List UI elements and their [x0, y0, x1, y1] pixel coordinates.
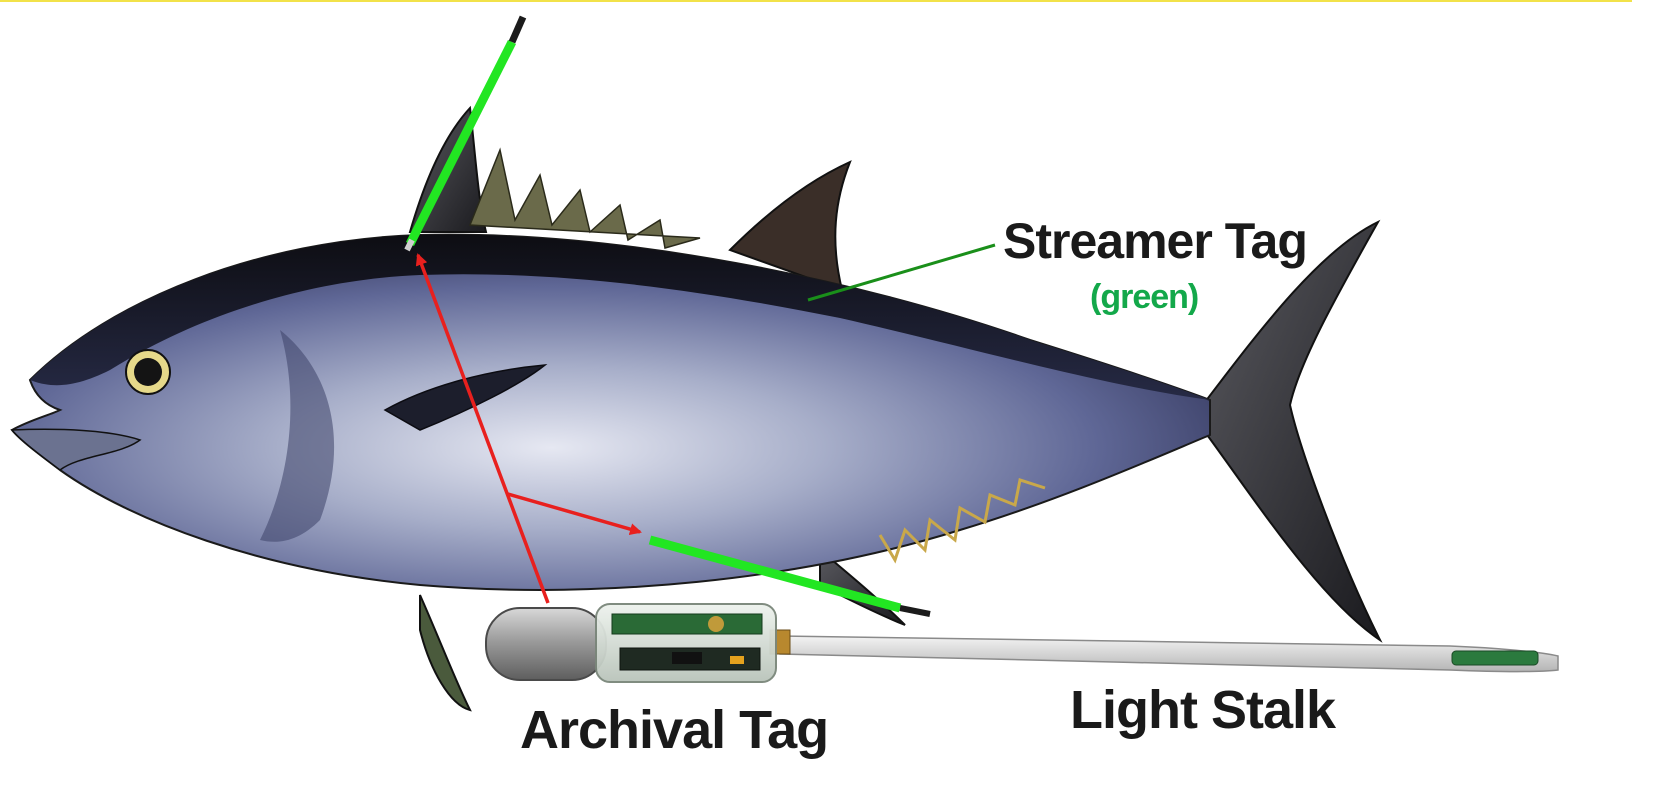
- circuit-board-top: [612, 614, 762, 634]
- stalk-sensor: [1452, 651, 1538, 665]
- archival-tag-device: [486, 604, 1558, 682]
- board-component: [708, 616, 724, 632]
- pelvic-fin: [420, 595, 470, 710]
- board-chip: [672, 652, 702, 664]
- battery-cylinder: [486, 608, 606, 680]
- light-stalk: [780, 636, 1558, 672]
- streamer-tag-label: Streamer Tag: [1003, 213, 1307, 269]
- board-indicator: [730, 656, 744, 664]
- streamer-color-note: (green): [1090, 278, 1198, 316]
- light-stalk-label: Light Stalk: [1070, 680, 1337, 740]
- tail-fin: [1205, 222, 1380, 640]
- dorsal-finlets: [470, 150, 700, 248]
- archival-tag-label: Archival Tag: [520, 700, 828, 760]
- eye-pupil: [134, 358, 162, 386]
